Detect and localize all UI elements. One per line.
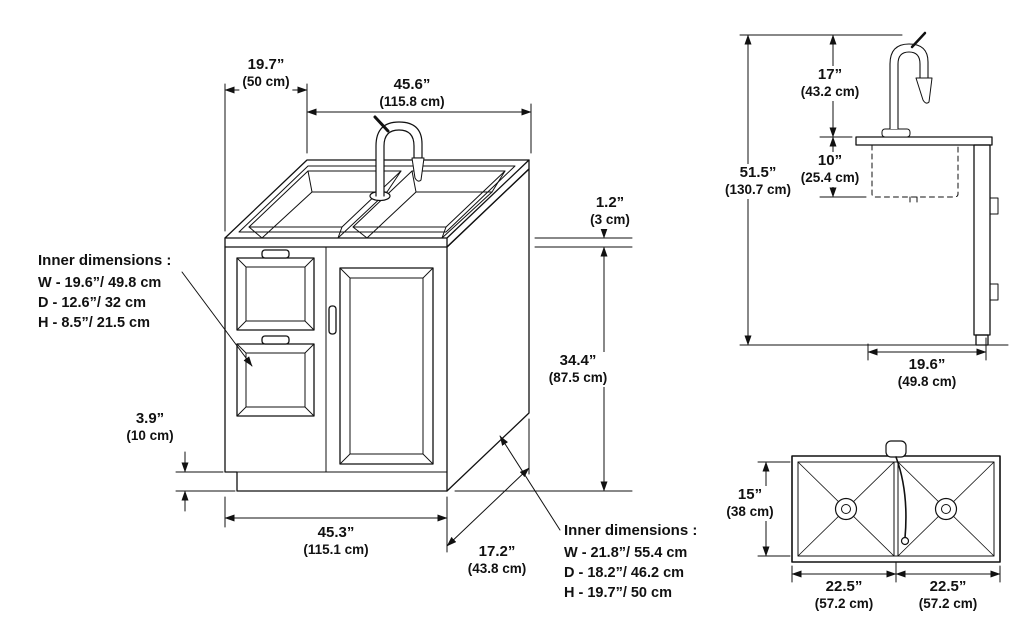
cabinet-inner-dims-note: Inner dimensions : W- 21.8”/ 55.4 cm D- …: [564, 522, 697, 601]
top-dimension-lines: [757, 461, 1001, 583]
dim-label-top-depth: 19.7” (50 cm): [239, 56, 293, 91]
dimension-inches: 45.3”: [317, 524, 355, 541]
dimension-cm: (10 cm): [126, 428, 174, 444]
dim-label-top-width: 45.6” (115.8 cm): [376, 76, 448, 111]
dimension-inches: 19.7”: [247, 56, 285, 73]
dimension-cm: (57.2 cm): [918, 596, 978, 612]
dimension-inches: 51.5”: [739, 164, 777, 181]
dimension-inches: 15”: [737, 486, 763, 503]
dimension-cm: (57.2 cm): [814, 596, 874, 612]
note-heading: Inner dimensions :: [38, 252, 172, 269]
door: [328, 267, 434, 465]
dim-key: H: [38, 315, 49, 331]
dim-value: - 18.2”/ 46.2 cm: [578, 565, 685, 581]
dim-label-faucet-height: 17” (43.2 cm): [797, 66, 863, 101]
side-basin-hidden: [871, 144, 959, 207]
dim-label-basin-front-to-back: 15” (38 cm): [723, 486, 777, 521]
dimension-inches: 34.4”: [559, 352, 597, 369]
dim-label-toe-kick: 3.9” (10 cm): [123, 410, 177, 445]
dimension-inches: 22.5”: [825, 578, 863, 595]
dimension-inches: 45.6”: [393, 76, 431, 93]
dimension-inches: 17.2”: [478, 543, 516, 560]
dim-label-left-basin-width: 22.5” (57.2 cm): [811, 578, 877, 613]
dimension-cm: (38 cm): [726, 504, 774, 520]
dim-label-total-height: 51.5” (130.7 cm): [721, 164, 795, 199]
drawer-inner-dims-note: Inner dimensions : W- 19.6”/ 49.8 cm D- …: [38, 252, 171, 331]
note-row-width: W- 19.6”/ 49.8 cm: [38, 275, 171, 291]
drawer-1: [236, 249, 315, 331]
dimension-inches: 3.9”: [135, 410, 165, 427]
dim-value: - 19.6”/ 49.8 cm: [55, 275, 162, 291]
dimension-cm: (130.7 cm): [724, 182, 792, 198]
dim-value: - 19.7”/ 50 cm: [578, 585, 672, 601]
right-basin: [352, 170, 506, 239]
dimension-inches: 22.5”: [929, 578, 967, 595]
dimension-inches: 17”: [817, 66, 843, 83]
side-view: [739, 31, 1009, 361]
left-basin: [248, 170, 402, 239]
dim-key: W: [564, 545, 578, 561]
top-faucet: [885, 440, 910, 546]
note-row-width: W- 21.8”/ 55.4 cm: [564, 545, 697, 561]
dimension-cm: (49.8 cm): [897, 374, 957, 390]
note-row-depth: D- 18.2”/ 46.2 cm: [564, 565, 697, 581]
dim-label-cabinet-height: 34.4” (87.5 cm): [545, 352, 611, 387]
dim-value: - 21.8”/ 55.4 cm: [581, 545, 688, 561]
dim-key: D: [38, 295, 49, 311]
dimension-inches: 10”: [817, 152, 843, 169]
dimension-inches: 1.2”: [595, 194, 625, 211]
dimension-cm: (115.1 cm): [303, 542, 369, 558]
dimension-cm: (43.2 cm): [800, 84, 860, 100]
side-counter: [855, 136, 993, 146]
top-sink-outline: [791, 455, 1001, 563]
dim-key: W: [38, 275, 52, 291]
dimension-cm: (3 cm): [590, 212, 630, 228]
dimension-cm: (115.8 cm): [379, 94, 445, 110]
dim-value: - 12.6”/ 32 cm: [52, 295, 146, 311]
dim-key: H: [564, 585, 575, 601]
dim-value: - 8.5”/ 21.5 cm: [52, 315, 151, 331]
faucet: [369, 115, 425, 202]
note-row-height: H- 8.5”/ 21.5 cm: [38, 315, 171, 331]
dim-label-counter-thickness: 1.2” (3 cm): [587, 194, 633, 229]
cabinet-body: [224, 168, 530, 492]
side-dimension-lines: [739, 34, 1009, 361]
dim-label-basin-depth: 10” (25.4 cm): [797, 152, 863, 187]
main-dimension-lines: [175, 83, 633, 553]
drawer-2: [236, 335, 315, 417]
side-cabinet-panel: [973, 144, 999, 346]
dimension-cm: (25.4 cm): [800, 170, 860, 186]
dimension-cm: (87.5 cm): [548, 370, 608, 386]
dim-label-bottom-width: 45.3” (115.1 cm): [300, 524, 372, 559]
dim-label-base-depth: 19.6” (49.8 cm): [894, 356, 960, 391]
dim-label-bottom-depth: 17.2” (43.8 cm): [464, 543, 530, 578]
top-view: [757, 440, 1001, 583]
dimension-cm: (50 cm): [242, 74, 290, 90]
note-row-height: H- 19.7”/ 50 cm: [564, 585, 697, 601]
note-row-depth: D- 12.6”/ 32 cm: [38, 295, 171, 311]
dim-key: D: [564, 565, 575, 581]
side-faucet: [881, 31, 933, 138]
main-view: [175, 83, 633, 553]
dimension-inches: 19.6”: [908, 356, 946, 373]
dimension-cm: (43.8 cm): [467, 561, 527, 577]
note-heading: Inner dimensions :: [564, 522, 698, 539]
dim-label-right-basin-width: 22.5” (57.2 cm): [915, 578, 981, 613]
